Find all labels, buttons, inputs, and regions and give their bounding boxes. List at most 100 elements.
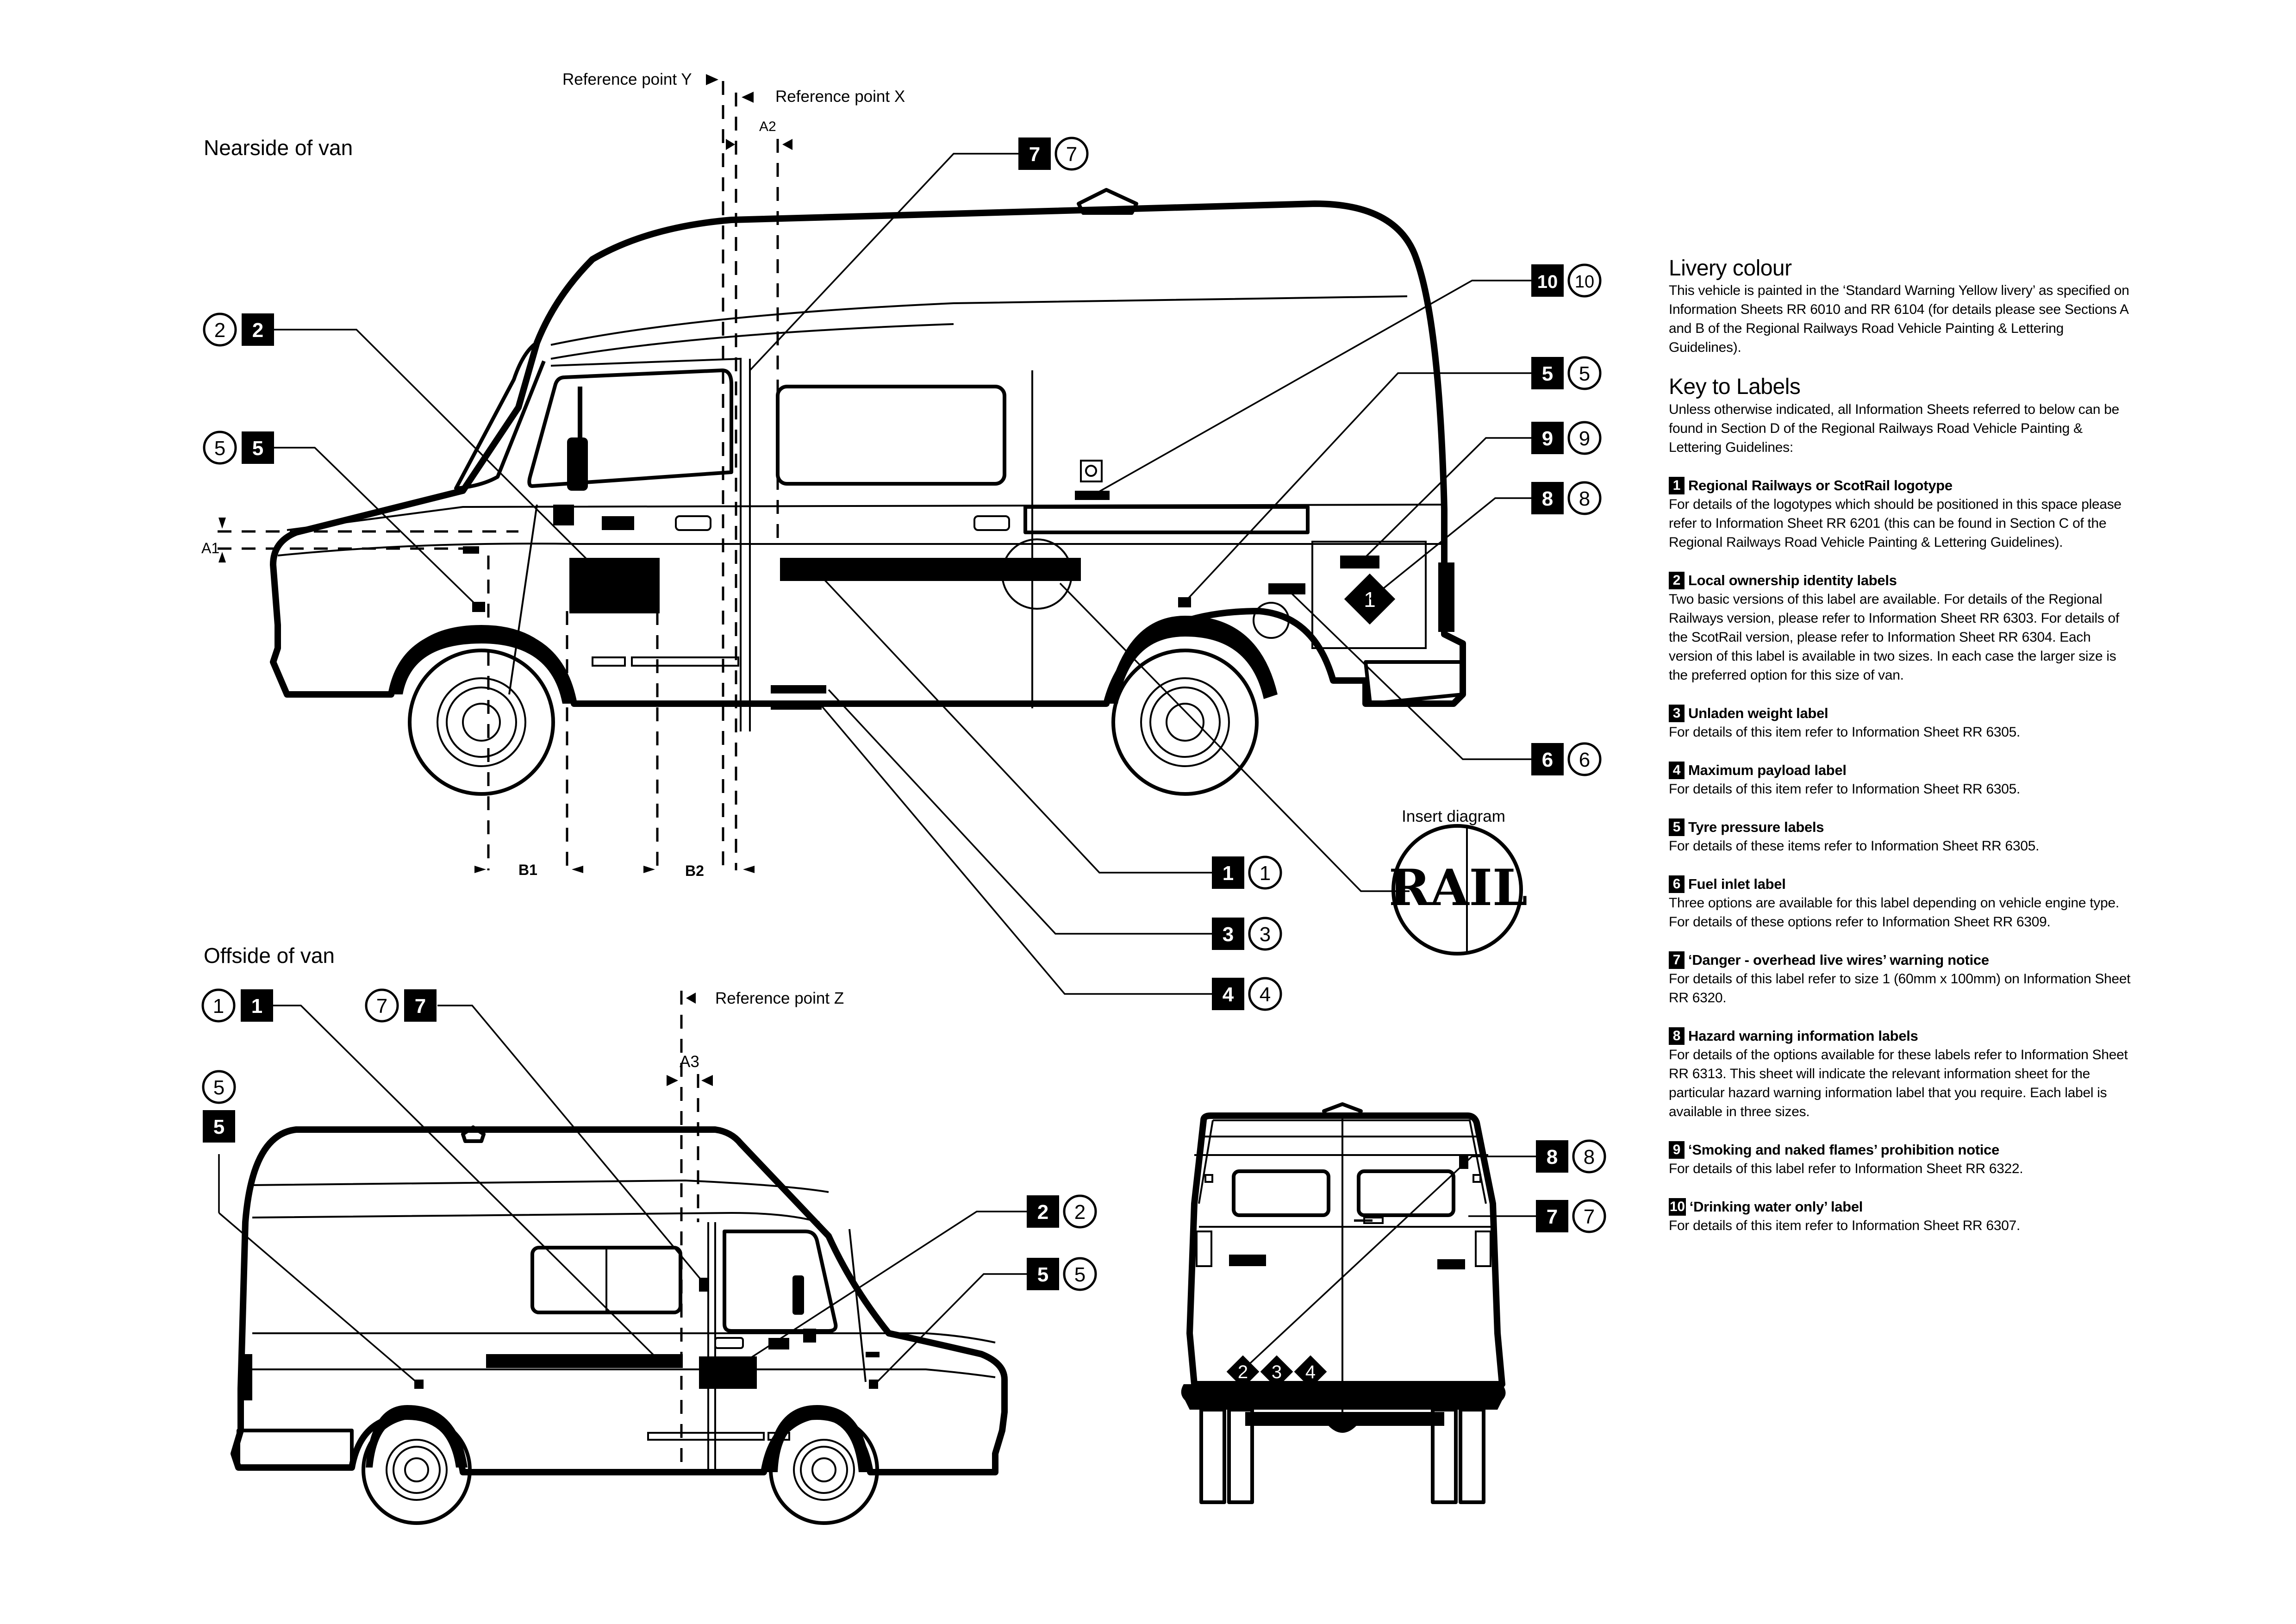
- mirror: [567, 437, 588, 491]
- b1-label: B1: [518, 862, 537, 878]
- nearside-title: Nearside of van: [204, 136, 353, 160]
- offside-rear-step: [237, 1429, 354, 1469]
- reference-lines-offside: [667, 991, 713, 1463]
- key-item-number: 9: [1669, 1141, 1685, 1159]
- svg-text:1: 1: [1223, 862, 1234, 885]
- side-window: [776, 385, 1006, 486]
- svg-text:5: 5: [252, 437, 263, 460]
- mirror-base: [553, 505, 574, 525]
- key-item-title: Local ownership identity labels: [1688, 572, 1897, 588]
- insert-rail-text: RAIL: [1389, 859, 1528, 917]
- door-handle: [602, 516, 634, 530]
- rear-diff: [1329, 1426, 1356, 1433]
- rear-window-left: [1232, 1169, 1330, 1217]
- svg-text:8: 8: [1579, 487, 1590, 510]
- key-item-title: Unladen weight label: [1688, 705, 1828, 721]
- rear-tyre-3: [1431, 1408, 1458, 1504]
- a1-label: A1: [201, 540, 219, 556]
- b1-arrow-right: [572, 866, 583, 873]
- svg-text:7: 7: [415, 995, 426, 1018]
- key-item-text: Two basic versions of this label are ava…: [1669, 591, 2119, 683]
- rear-light-left: [1196, 1230, 1212, 1267]
- label-10-symbol: [1080, 460, 1103, 482]
- svg-text:5: 5: [1542, 362, 1553, 385]
- rear-light: [1438, 562, 1454, 632]
- rear-light-right: [1475, 1230, 1491, 1267]
- ref-z-arrow: [686, 993, 696, 1004]
- offside-label-5-front: [869, 1380, 878, 1389]
- label-4-position: [771, 701, 822, 710]
- livery-colour-heading: Livery colour: [1669, 256, 1792, 281]
- rear-window-right: [1357, 1169, 1455, 1217]
- offside-van: [231, 1125, 1008, 1525]
- key-item-text: Three options are available for this lab…: [1669, 895, 2119, 930]
- rear-label-right: [1437, 1259, 1465, 1269]
- svg-text:7: 7: [1584, 1206, 1595, 1228]
- callout-7-rear: 7 7: [1536, 1199, 1606, 1233]
- offside-belt-line-2: [252, 1368, 996, 1378]
- callout-1-nearside: 1 1: [1212, 856, 1282, 890]
- callout-9-nearside: 9 9: [1531, 421, 1602, 455]
- a2-arrow-left: [726, 139, 735, 150]
- leader-lines-offside: [218, 1005, 1028, 1385]
- b2-arrow-left: [643, 866, 655, 873]
- callout-7-nearside: 7 7: [1018, 137, 1089, 171]
- rear-axle: [1245, 1412, 1444, 1426]
- insert-marker-circle: [1001, 538, 1073, 610]
- rear-body-outline: [1186, 1112, 1505, 1387]
- key-item-title: ‘Drinking water only’ label: [1689, 1198, 1863, 1215]
- rear-wheel: [1106, 616, 1278, 796]
- nearside-van: 1: [270, 188, 1466, 796]
- offside-title: Offside of van: [204, 943, 335, 968]
- svg-text:8: 8: [1584, 1146, 1595, 1168]
- reference-point-y-label: Reference point Y: [562, 70, 692, 88]
- a2-label: A2: [759, 119, 776, 134]
- rear-van: 2 3 4: [1181, 1102, 1506, 1504]
- key-item-title: Tyre pressure labels: [1688, 818, 1824, 835]
- reference-point-x-label: Reference point X: [775, 87, 905, 106]
- mirror-arm: [578, 387, 582, 440]
- rear-label-left: [1229, 1255, 1266, 1266]
- key-item-text: For details of this item refer to Inform…: [1669, 1218, 2021, 1233]
- rear-tyre-1: [1199, 1408, 1226, 1504]
- callout-2-nearside: 2 2: [203, 312, 274, 347]
- svg-text:8: 8: [1542, 487, 1553, 510]
- svg-text:7: 7: [1066, 143, 1077, 166]
- svg-text:1: 1: [1260, 862, 1271, 885]
- insert-diagram-title: Insert diagram: [1402, 807, 1505, 825]
- key-item-number: 2: [1669, 571, 1685, 589]
- callout-3-nearside: 3 3: [1212, 917, 1282, 951]
- key-item-10: 10‘Drinking water only’ label For detail…: [1669, 1198, 2132, 1235]
- svg-text:7: 7: [1547, 1206, 1558, 1228]
- a1-arrow-top: [218, 518, 226, 529]
- callout-10-nearside: 10 10: [1531, 263, 1602, 298]
- callout-7-offside: 7 7: [365, 988, 437, 1023]
- a3-arrow-left: [667, 1075, 678, 1086]
- rear-hazard-diamond-2: 2: [1226, 1355, 1260, 1388]
- a3-label: A3: [680, 1053, 699, 1071]
- offside-rear-wheel: [362, 1405, 472, 1525]
- rear-step: [1364, 660, 1465, 706]
- svg-text:1: 1: [213, 995, 224, 1018]
- svg-text:5: 5: [1579, 362, 1590, 385]
- key-item-text: For details of the options available for…: [1669, 1047, 2128, 1119]
- svg-text:6: 6: [1542, 749, 1553, 771]
- svg-text:4: 4: [1260, 983, 1271, 1006]
- rear-hazard-diamond-3: 3: [1260, 1355, 1293, 1388]
- label-9-position: [1340, 556, 1379, 568]
- callout-2-offside: 2 2: [1027, 1194, 1097, 1229]
- svg-text:2: 2: [1238, 1362, 1248, 1382]
- label-1-position: [780, 558, 1081, 581]
- rear-tyre-4: [1459, 1408, 1485, 1504]
- svg-text:3: 3: [1223, 923, 1234, 946]
- roof-seam: [550, 295, 1408, 346]
- svg-text:2: 2: [1074, 1201, 1086, 1224]
- callout-4-nearside: 4 4: [1212, 977, 1282, 1011]
- svg-text:7: 7: [1029, 143, 1040, 166]
- svg-text:10: 10: [1575, 272, 1594, 292]
- offside-roof-seam: [252, 1179, 829, 1193]
